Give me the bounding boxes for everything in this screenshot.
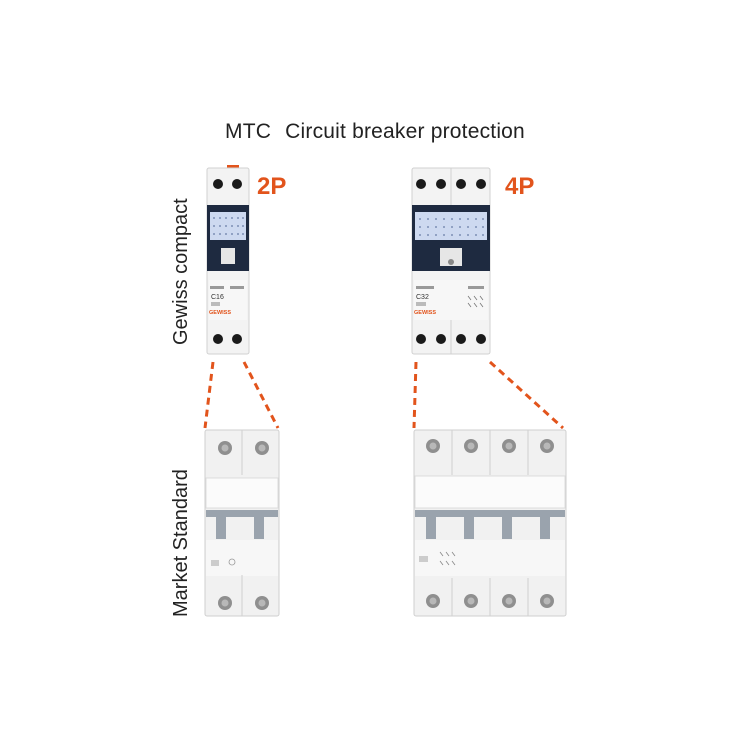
breaker-2p-standard: [204, 429, 280, 617]
brand-2p: GEWISS: [209, 310, 231, 316]
breaker-4p-standard: [413, 429, 567, 617]
label-4p: 4P: [505, 173, 535, 200]
breaker-4p-compact: C32 GEWISS: [411, 167, 491, 355]
breaker-2p-compact: C16 GEWISS: [206, 165, 250, 355]
dashed-connectors: [203, 360, 565, 430]
title-prefix: MTC: [225, 120, 272, 143]
title-text: Circuit breaker protection: [285, 120, 525, 143]
page-title: MTC Circuit breaker protection: [0, 120, 750, 144]
rating-2p: C16: [211, 294, 224, 301]
brand-4p: GEWISS: [414, 310, 436, 316]
rating-4p: C32: [416, 294, 429, 301]
label-2p: 2P: [257, 173, 287, 200]
